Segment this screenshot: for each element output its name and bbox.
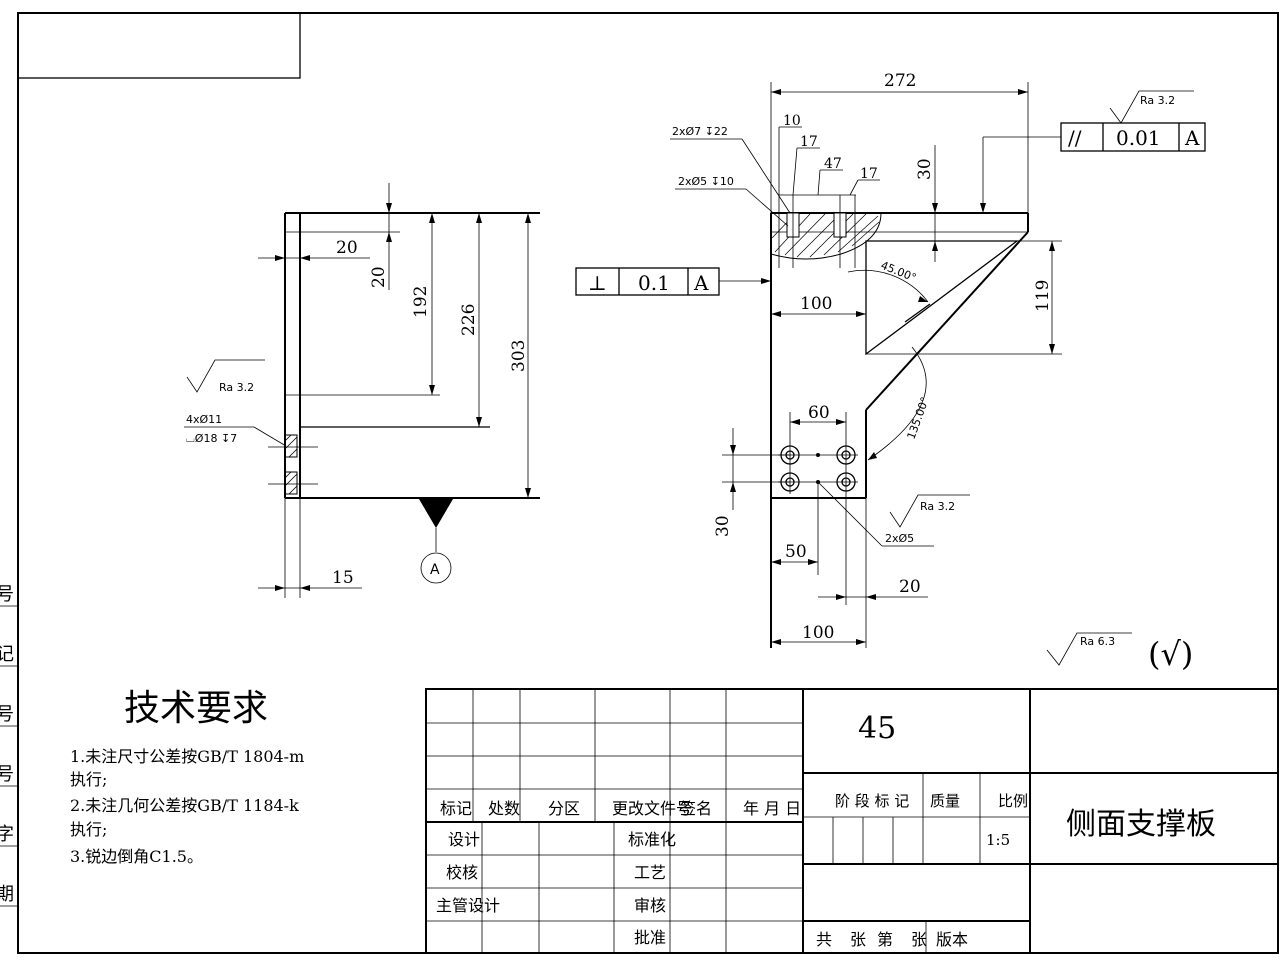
dim-20-v: 20 (369, 266, 389, 288)
datum-a-left: A (430, 562, 440, 578)
material: 45 (858, 711, 896, 746)
dim-119: 119 (1033, 280, 1053, 312)
sheet-no: 第 (877, 930, 893, 949)
parallel-datum: A (1184, 126, 1200, 150)
perp-datum: A (693, 271, 709, 295)
angle-135: 135.00° (905, 395, 932, 441)
tb-role: 校核 (446, 863, 478, 882)
tb-header: 处数 (488, 799, 520, 818)
angle-45: 45.00° (879, 259, 918, 285)
code-box (17, 12, 301, 79)
parallel-symbol: // (1068, 126, 1082, 150)
hole-note-left-2: ⌴Ø18 ↧7 (186, 432, 237, 445)
tb-header: 标记 (440, 799, 472, 818)
dim-100-mid: 100 (800, 294, 832, 314)
sheet-unit2: 张 (911, 930, 927, 949)
dim-17a: 17 (800, 134, 818, 150)
perp-symbol: ⊥ (588, 271, 607, 295)
tech-item2b: 执行; (70, 820, 107, 839)
hole-note-top-1: 2xØ7 ↧22 (672, 125, 728, 138)
hole-note-top-2: 2xØ5 ↧10 (678, 175, 734, 188)
tech-item3: 3.锐边倒角C1.5。 (70, 847, 203, 866)
dim-303: 303 (509, 340, 529, 372)
ra-left: Ra 3.2 (219, 381, 254, 394)
tb-role2: 标准化 (628, 830, 676, 849)
sheet-unit: 张 (850, 930, 866, 949)
dim-50: 50 (785, 542, 807, 562)
side-label: 号 (0, 764, 14, 785)
tb-role2: 批准 (634, 928, 666, 947)
dim-47: 47 (824, 156, 842, 172)
dim-10: 10 (783, 113, 801, 129)
stage-label: 阶 段 标 记 (835, 792, 909, 810)
version-label: 版本 (936, 930, 968, 949)
left-view: 20 20 192 226 303 15 Ra 3.2 4xØ11 ⌴Ø18 ↧… (184, 183, 540, 598)
tb-role2: 审核 (634, 896, 666, 915)
tb-role: 设计 (448, 830, 480, 849)
side-strip: 号 记 号 号 字 期 (0, 584, 18, 907)
scale-value: 1:5 (986, 831, 1010, 849)
tb-role2: 工艺 (634, 863, 666, 882)
front-view: 272 10 17 47 17 2xØ7 ↧22 2xØ5 ↧10 30 119 (575, 71, 1206, 648)
general-ra-symbol (1046, 632, 1132, 666)
side-label: 号 (0, 704, 14, 725)
parallelism-frame: // 0.01 A (980, 122, 1206, 213)
dim-192: 192 (411, 286, 431, 318)
side-label: 期 (0, 884, 14, 905)
tech-title: 技术要求 (124, 688, 268, 729)
dim-20-h: 20 (336, 238, 358, 258)
tb-header: 年 月 日 (743, 799, 801, 818)
dim-30-left: 30 (713, 515, 733, 537)
hole-note-left-1: 4xØ11 (186, 413, 222, 426)
dim-17b: 17 (860, 166, 878, 182)
tech-item1a: 1.未注尺寸公差按GB/T 1804-m (70, 747, 304, 766)
dim-100-bottom: 100 (802, 623, 834, 643)
perpendicularity-frame: ⊥ 0.1 A (575, 267, 771, 296)
side-label: 记 (0, 644, 14, 665)
part-name: 侧面支撑板 (1066, 807, 1216, 842)
side-label: 号 (0, 584, 14, 605)
parallel-value: 0.01 (1116, 126, 1161, 150)
sheet-total: 共 (816, 930, 832, 949)
general-ra-suffix: (√) (1148, 635, 1193, 673)
dim-30-top: 30 (915, 158, 935, 180)
title-block: 标记 处数 分区 更改文件号 签名 年 月 日 设计 校核 主管设计 标准化 工… (425, 688, 1279, 954)
ra-bottom: Ra 3.2 (920, 500, 955, 513)
dim-20-bottom: 20 (899, 577, 921, 597)
dim-60: 60 (808, 403, 830, 423)
hole-note-bottom: 2xØ5 (885, 532, 914, 545)
tech-item1b: 执行; (70, 770, 107, 789)
tb-header: 更改文件号 (612, 799, 692, 818)
tb-role: 主管设计 (436, 896, 500, 915)
tech-item2a: 2.未注几何公差按GB/T 1184-k (70, 796, 299, 815)
perp-value: 0.1 (638, 271, 670, 295)
mass-label: 质量 (930, 792, 960, 810)
hole-pattern (778, 412, 858, 605)
tb-header: 签名 (680, 799, 712, 818)
side-label: 字 (0, 824, 14, 845)
dim-272: 272 (884, 71, 916, 91)
dim-226: 226 (459, 304, 479, 336)
general-ra: Ra 6.3 (1080, 635, 1115, 648)
scale-label: 比例 (998, 792, 1028, 810)
tb-header: 分区 (548, 799, 580, 818)
ra-top: Ra 3.2 (1140, 94, 1175, 107)
dim-15: 15 (332, 568, 354, 588)
